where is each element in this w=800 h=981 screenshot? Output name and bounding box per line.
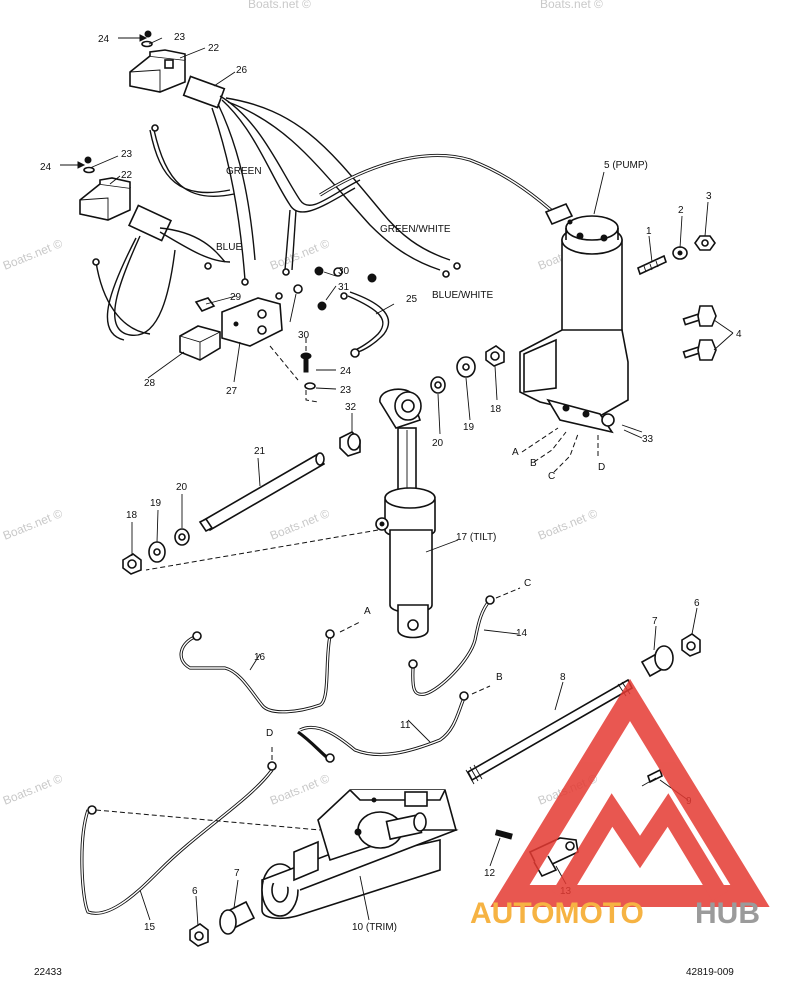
- port-a-tilt: A: [364, 606, 371, 617]
- callout-7: 7: [234, 868, 240, 879]
- callout-11: 11: [400, 720, 411, 731]
- trim-pin-hardware-right: [640, 633, 701, 678]
- callout-22: 22: [121, 170, 133, 181]
- port-d-pump: D: [598, 462, 605, 473]
- callout-21: 21: [254, 446, 266, 457]
- figure-code-left: 22433: [34, 967, 62, 976]
- port-b-tilt: B: [496, 672, 503, 683]
- callout-30: 30: [298, 330, 310, 341]
- callout-26: 26: [236, 65, 248, 76]
- callout-20: 20: [176, 482, 188, 493]
- watermark-text: Boats.net ©: [536, 506, 600, 543]
- port-c-pump: C: [548, 471, 555, 482]
- cover-29: [194, 297, 216, 312]
- port-leader-arrows: [95, 587, 521, 831]
- pump-hardware: [637, 235, 717, 361]
- callout-30: 30: [338, 266, 350, 277]
- watermark-text: Boats.net ©: [248, 0, 311, 11]
- callout-5-pump: 5 (PUMP): [604, 160, 648, 171]
- tilt-pin-hardware-left: [122, 528, 190, 575]
- callout-14: 14: [516, 628, 528, 639]
- wire-label-blue: BLUE: [216, 242, 242, 253]
- callout-4: 4: [736, 329, 742, 340]
- pump-assembly: [519, 202, 643, 434]
- terminal-block-27: [221, 297, 283, 347]
- callout-23: 23: [121, 149, 133, 160]
- brand-text-hub: HUB: [695, 897, 760, 930]
- callout-33: 33: [642, 434, 654, 445]
- site-watermarks: Boats.net © Boats.net © Boats.net © Boat…: [1, 0, 603, 808]
- watermark-text: Boats.net ©: [1, 236, 65, 273]
- trim-pin-hardware-left: [189, 900, 256, 947]
- callout-7: 7: [652, 616, 658, 627]
- hydraulic-lines: [80, 595, 495, 915]
- callout-24: 24: [98, 34, 110, 45]
- ground-wire-25: [347, 291, 390, 358]
- callout-29: 29: [230, 292, 242, 303]
- watermark-text: Boats.net ©: [268, 771, 332, 808]
- callout-17-tilt: 17 (TILT): [456, 532, 496, 543]
- callout-19: 19: [150, 498, 162, 509]
- callout-23: 23: [174, 32, 186, 43]
- port-b-pump: B: [530, 458, 537, 469]
- callout-2: 2: [678, 205, 684, 216]
- automotohub-logo: AUTOMOTO HUB: [470, 678, 770, 930]
- callout-10-trim: 10 (TRIM): [352, 922, 397, 933]
- port-d-trim: D: [266, 728, 273, 739]
- trim-cylinder-10: [261, 789, 459, 920]
- callout-22: 22: [208, 43, 220, 54]
- watermark-text: Boats.net ©: [268, 506, 332, 543]
- callout-31: 31: [338, 282, 350, 293]
- callout-18: 18: [126, 510, 138, 521]
- screw-24-upper: [118, 30, 153, 48]
- callout-8: 8: [560, 672, 566, 683]
- callout-16: 16: [254, 652, 266, 663]
- callout-32: 32: [345, 402, 357, 413]
- wire-label-green-white: GREEN/WHITE: [380, 224, 451, 235]
- callout-24: 24: [340, 366, 352, 377]
- callout-19: 19: [463, 422, 475, 433]
- hardware-30-31: [275, 266, 377, 311]
- watermark-text: Boats.net ©: [1, 506, 65, 543]
- callout-labels: 24 23 22 26 24 23 22 GREEN BLUE GREEN/WH…: [40, 32, 742, 933]
- tilt-pin-hardware-right: [339, 345, 505, 457]
- tilt-pin-21: [198, 452, 326, 533]
- callout-27: 27: [226, 386, 238, 397]
- callout-18: 18: [490, 404, 502, 415]
- wire-label-green: GREEN: [226, 166, 262, 177]
- brand-text-automoto: AUTOMOTO: [470, 897, 644, 930]
- callout-28: 28: [144, 378, 156, 389]
- wire-label-blue-white: BLUE/WHITE: [432, 290, 493, 301]
- tilt-cylinder-17: [375, 388, 436, 639]
- callout-12: 12: [484, 868, 496, 879]
- relay-upper: [129, 49, 186, 93]
- callout-3: 3: [706, 191, 712, 202]
- callout-24: 24: [40, 162, 52, 173]
- screw-24-middle: [269, 338, 319, 403]
- callout-6: 6: [694, 598, 700, 609]
- tilt-centerline: [145, 529, 379, 571]
- port-c-tilt: C: [524, 578, 531, 589]
- figure-code-right: 42819-009: [686, 967, 734, 976]
- callout-1: 1: [646, 226, 652, 237]
- watermark-text: Boats.net ©: [540, 0, 603, 11]
- callout-15: 15: [144, 922, 156, 933]
- watermark-text: Boats.net ©: [268, 236, 332, 273]
- screw-24-lower: [60, 156, 95, 174]
- callout-6: 6: [192, 886, 198, 897]
- watermark-text: Boats.net ©: [1, 771, 65, 808]
- callout-25: 25: [406, 294, 418, 305]
- port-a-pump: A: [512, 447, 519, 458]
- callout-20: 20: [432, 438, 444, 449]
- relay-lower: [79, 177, 131, 221]
- pump-port-lines: [521, 427, 599, 473]
- callout-leaders: [89, 37, 734, 927]
- wiring-harness: [92, 75, 461, 341]
- pump-cable: [319, 153, 562, 220]
- fuse-holder-28: [179, 325, 221, 361]
- callout-23: 23: [340, 385, 352, 396]
